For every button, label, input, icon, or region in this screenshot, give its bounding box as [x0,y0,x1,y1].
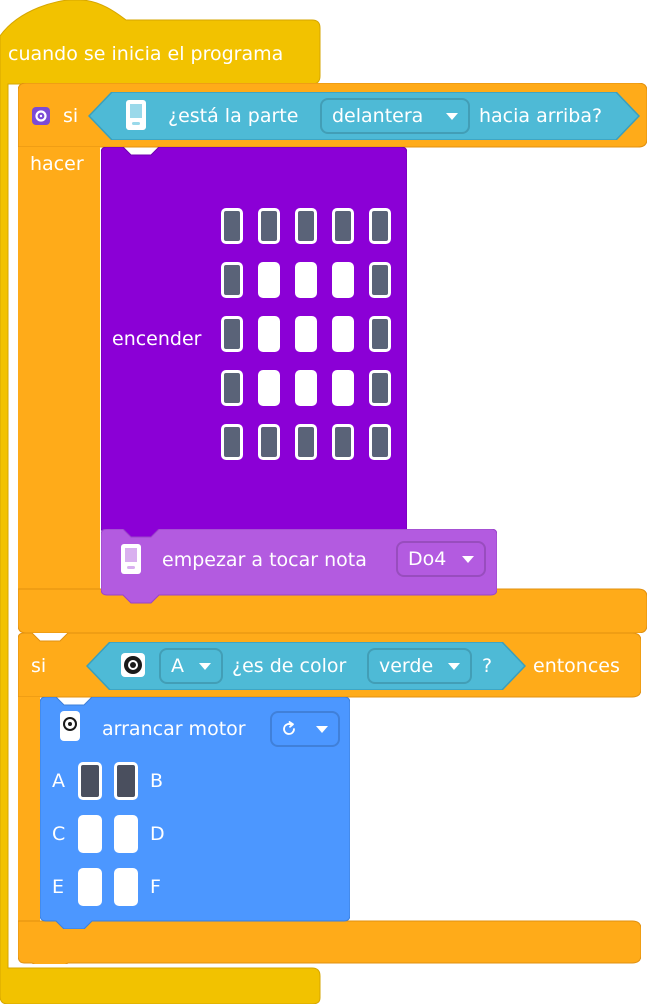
port-label: A [52,770,65,792]
start-note-label: empezar a tocar nota [162,549,367,571]
port-toggle[interactable] [114,815,138,853]
led-pixel[interactable] [332,262,354,298]
led-pixel[interactable] [258,208,280,244]
led-pixel[interactable] [258,262,280,298]
hat-block-label: cuando se inicia el programa [8,43,284,65]
led-pixel[interactable] [295,370,317,406]
led-pixel[interactable] [369,262,391,298]
gear-icon[interactable] [32,107,50,125]
chevron-down-icon [316,726,328,733]
orientation-condition-block[interactable]: ¿está la parte delantera hacia arriba? [88,92,640,140]
start-motor-label: arrancar motor [102,718,246,740]
question-mark: ? [482,655,493,677]
color-dropdown-value: verde [379,655,434,677]
port-dropdown-value: A [171,655,184,677]
if-label: si [31,655,47,677]
led-pixel[interactable] [369,316,391,352]
do-label: hacer [30,153,84,175]
side-dropdown[interactable]: delantera [320,98,470,134]
port-toggle[interactable] [78,762,102,800]
led-pixel[interactable] [369,208,391,244]
port-toggle[interactable] [78,815,102,853]
chevron-down-icon [462,556,474,563]
light-matrix-label: encender [112,328,202,350]
led-pixel[interactable] [221,316,243,352]
light-matrix-block[interactable]: encender [101,147,407,537]
if-label: si [63,105,79,127]
if-else-block[interactable]: si hacer ¿está la parte delantera hacia … [18,83,647,633]
port-toggle[interactable] [114,868,138,906]
led-matrix [221,208,397,466]
chevron-down-icon [448,663,460,670]
hub-icon [126,100,146,130]
led-pixel[interactable] [221,208,243,244]
start-note-block[interactable]: empezar a tocar nota Do4 [101,529,497,605]
if-then-block[interactable]: si entonces A ¿es de color verde ? [18,633,641,964]
port-toggle[interactable] [114,762,138,800]
led-pixel[interactable] [332,424,354,460]
direction-dropdown[interactable] [270,711,340,747]
port-label: D [150,823,165,845]
color-sensor-icon [121,653,145,677]
led-pixel[interactable] [258,316,280,352]
led-pixel[interactable] [221,424,243,460]
color-dropdown[interactable]: verde [367,648,472,684]
port-dropdown[interactable]: A [159,648,223,684]
led-pixel[interactable] [295,424,317,460]
clockwise-icon [283,721,295,735]
note-dropdown[interactable]: Do4 [396,541,486,577]
led-pixel[interactable] [221,262,243,298]
motor-port-selector: A B C D E F [40,757,350,917]
note-dropdown-value: Do4 [408,548,447,570]
orientation-text-after: hacia arriba? [479,105,603,127]
orientation-text-before: ¿está la parte [168,105,299,127]
then-label: entonces [533,655,620,677]
color-question-text: ¿es de color [232,655,347,677]
led-pixel[interactable] [369,370,391,406]
led-pixel[interactable] [332,370,354,406]
port-label: E [52,876,65,898]
hub-icon [121,544,141,574]
motor-icon [60,711,80,741]
led-pixel[interactable] [295,208,317,244]
port-toggle[interactable] [78,868,102,906]
led-pixel[interactable] [258,370,280,406]
led-pixel[interactable] [295,262,317,298]
led-pixel[interactable] [221,370,243,406]
led-pixel[interactable] [295,316,317,352]
led-pixel[interactable] [369,424,391,460]
led-pixel[interactable] [332,316,354,352]
port-label: F [150,876,161,898]
port-label: B [150,770,164,792]
chevron-down-icon [446,113,458,120]
led-pixel[interactable] [258,424,280,460]
port-label: C [52,823,66,845]
led-pixel[interactable] [332,208,354,244]
chevron-down-icon [199,663,211,670]
start-motor-block[interactable]: arrancar motor A B C D E F [40,697,350,929]
color-condition-block[interactable]: A ¿es de color verde ? [86,642,526,690]
side-dropdown-value: delantera [332,105,424,127]
